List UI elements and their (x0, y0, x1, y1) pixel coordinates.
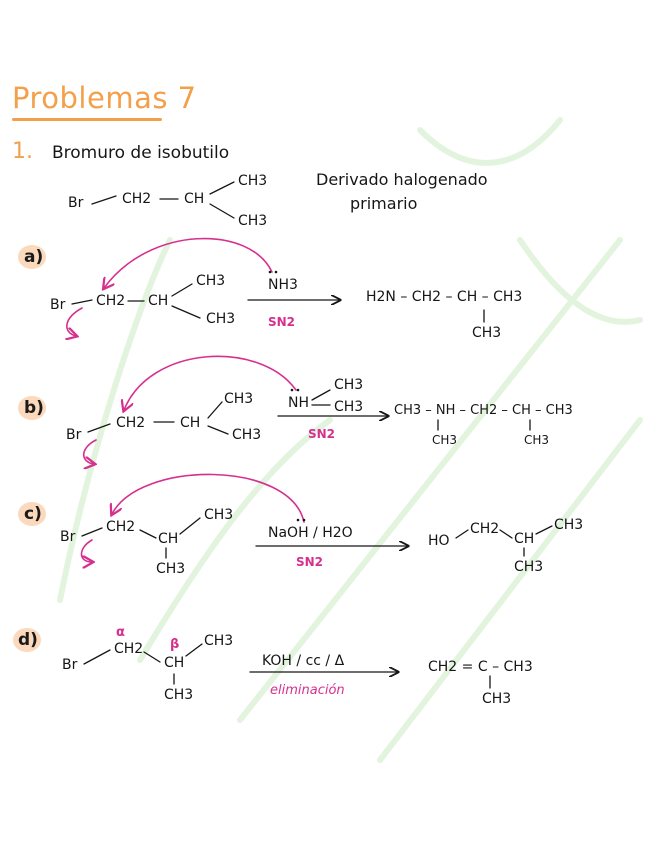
substrate-ch2: CH2 (122, 191, 152, 207)
a-ch3-top: CH3 (196, 273, 226, 289)
lone-pair-dot (302, 518, 306, 522)
bond (207, 401, 223, 419)
a-condition: SN2 (268, 315, 296, 329)
c-ch3-top: CH3 (204, 507, 234, 523)
bond (71, 299, 93, 305)
bond (185, 643, 203, 657)
bond (179, 517, 201, 535)
curved-arrow-a (104, 237, 273, 288)
bond (143, 651, 161, 663)
page-title: Problemas 7 (12, 81, 197, 115)
c-reagent: NaOH / H2O (268, 525, 353, 541)
curved-arrow-b-leaving (82, 439, 96, 464)
classification-line2: primario (350, 194, 418, 213)
a-br: Br (50, 297, 66, 313)
d-product-branch: CH3 (482, 691, 512, 707)
problem-number: 1. (12, 139, 33, 164)
bond (81, 527, 103, 537)
lone-pair-dot (296, 518, 300, 522)
c-product-ch2: CH2 (470, 521, 500, 537)
lone-pair-dot (296, 388, 300, 392)
title-underline (12, 118, 162, 121)
c-ch: CH (158, 531, 179, 547)
d-ch: CH (164, 655, 185, 671)
part-a-label: a) (24, 247, 44, 267)
part-c-label: c) (24, 504, 42, 524)
part-b-label: b) (24, 398, 44, 418)
bond (311, 389, 331, 401)
curved-arrow-b (124, 355, 297, 410)
b-ch2: CH2 (116, 415, 146, 431)
label-bg-d (13, 628, 41, 652)
bond (171, 305, 201, 319)
b-ch3-bottom: CH3 (232, 427, 262, 443)
d-ch2: CH2 (114, 641, 144, 657)
lone-pair-dot (274, 270, 278, 274)
bond (209, 181, 235, 195)
bond (535, 525, 553, 535)
substrate-ch3-top: CH3 (238, 173, 268, 189)
b-ch3-top: CH3 (224, 391, 254, 407)
classification-line1: Derivado halogenado (316, 170, 488, 189)
bond (207, 425, 229, 435)
b-ch: CH (180, 415, 201, 431)
c-condition: SN2 (296, 555, 324, 569)
curved-arrow-c-leaving (80, 539, 93, 562)
b-condition: SN2 (308, 427, 336, 441)
label-bg-a (18, 245, 46, 269)
d-condition: eliminación (270, 683, 345, 698)
b-product-branch-c: CH3 (524, 433, 550, 447)
b-reagent-ch3-side: CH3 (334, 399, 364, 415)
a-reagent: NH3 (268, 277, 298, 293)
a-product-branch: CH3 (472, 325, 502, 341)
lone-pair-dot (290, 388, 294, 392)
bond (455, 529, 469, 539)
bond (91, 195, 117, 205)
bond (87, 423, 111, 433)
a-product: H2N – CH2 – CH – CH3 (366, 289, 523, 305)
label-bg-c (18, 502, 46, 526)
bond (139, 529, 157, 539)
d-beta: β (170, 637, 180, 652)
c-product-ch: CH (514, 531, 535, 547)
d-ch3-top: CH3 (204, 633, 234, 649)
lone-pair-dot (268, 270, 272, 274)
c-product-ho: HO (428, 533, 450, 549)
bond (171, 283, 193, 297)
part-d-label: d) (18, 630, 38, 650)
d-product: CH2 = C – CH3 (428, 659, 533, 675)
d-alpha: α (116, 625, 125, 640)
d-br: Br (62, 657, 78, 673)
substrate-ch3-bottom: CH3 (238, 213, 268, 229)
c-ch2: CH2 (106, 519, 136, 535)
d-ch3-bottom: CH3 (164, 687, 194, 703)
compound-name: Bromuro de isobutilo (52, 143, 230, 163)
b-br: Br (66, 427, 82, 443)
bond (209, 203, 235, 219)
b-product: CH3 – NH – CH2 – CH – CH3 (394, 403, 573, 418)
a-ch: CH (148, 293, 169, 309)
bond (83, 649, 111, 665)
c-br: Br (60, 529, 76, 545)
c-product-ch3-bottom: CH3 (514, 559, 544, 575)
a-ch3-bottom: CH3 (206, 311, 236, 327)
bond (499, 529, 513, 539)
c-product-ch3-top: CH3 (554, 517, 584, 533)
b-product-branch-n: CH3 (432, 433, 458, 447)
curved-arrow-a-leaving (67, 307, 83, 336)
b-reagent-ch3-top: CH3 (334, 377, 364, 393)
label-bg-b (18, 396, 46, 420)
curved-arrow-c (112, 473, 305, 523)
d-reagent: KOH / cc / Δ (262, 653, 345, 669)
a-ch2: CH2 (96, 293, 126, 309)
substrate-br: Br (68, 195, 84, 211)
b-reagent-nh: NH (288, 395, 309, 411)
c-ch3-bottom: CH3 (156, 561, 186, 577)
substrate-ch: CH (184, 191, 205, 207)
